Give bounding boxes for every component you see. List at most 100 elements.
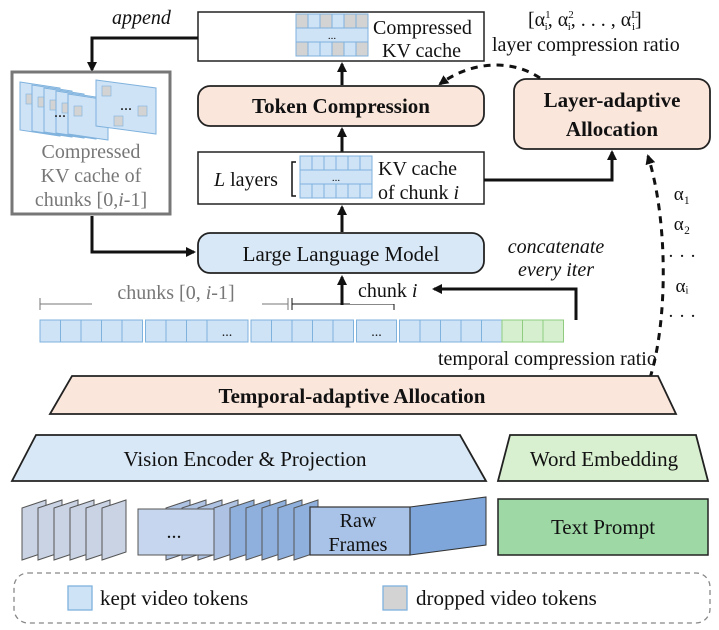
text-token: [501, 319, 523, 343]
temporal-alloc-shape: [48, 375, 678, 415]
alpha-item: α₁: [674, 184, 691, 205]
video-token: [165, 319, 187, 343]
kv-token: [347, 155, 361, 171]
token-compression-label: Token Compression: [252, 94, 430, 118]
append-label: append: [112, 7, 172, 29]
video-token: [419, 319, 441, 343]
cache-chunks-label-3: chunks [0,i-1]: [35, 189, 147, 211]
compressed-kv-grid: ...: [295, 13, 369, 57]
text-token: [542, 319, 564, 343]
raw-frames-stack: [21, 496, 487, 561]
video-token: [121, 319, 143, 343]
concat-label-2: every iter: [518, 259, 594, 281]
arrow-cache-to-llm: [90, 216, 196, 257]
text-prompt-label: Text Prompt: [551, 515, 655, 539]
token-strip: ......: [39, 319, 564, 343]
kv-token: [359, 183, 373, 199]
concat-label-1: concatenate: [508, 236, 605, 258]
video-token: [332, 319, 354, 343]
video-token: [39, 319, 61, 343]
kv-chunk-grid: ...: [299, 155, 373, 199]
dropped-token: [113, 115, 124, 127]
video-token: [440, 319, 462, 343]
l-layers-label: L layers: [213, 169, 278, 191]
layer-alloc-label-1: Layer-adaptive: [544, 88, 681, 112]
raw-frames-label-2: Frames: [329, 534, 388, 556]
video-token: [312, 319, 334, 343]
video-token: [291, 319, 313, 343]
video-token: [460, 319, 482, 343]
alpha-item: · · ·: [668, 246, 696, 267]
cache-ellipsis: ...: [54, 104, 66, 121]
cache-chunks-label-1: Compressed: [42, 141, 141, 163]
legend-box: [13, 572, 711, 624]
grid-ellipsis: ...: [328, 30, 337, 42]
video-token: [60, 319, 82, 343]
legend-dropped-swatch: [382, 585, 408, 611]
kv-token: [295, 41, 309, 57]
dropped-token: [101, 85, 112, 97]
token-ellipsis: ...: [371, 325, 382, 340]
cache-chunks-stack: ......: [19, 79, 157, 141]
alpha-item: αᵢ: [675, 276, 688, 297]
kv-token: [295, 13, 309, 29]
arrow-text-to-chunk: [432, 284, 578, 320]
alpha-item: · · ·: [668, 306, 696, 327]
raw-frames-label-1: Raw: [340, 510, 377, 532]
legend-kept-label: kept video tokens: [100, 586, 248, 610]
vision-encoder-shape: [10, 434, 488, 482]
kv-token: [359, 155, 373, 171]
kv-token: [331, 13, 345, 29]
layer-alloc-label-2: Allocation: [566, 117, 658, 141]
kv-token: [335, 183, 349, 199]
word-embedding-label: Word Embedding: [530, 447, 679, 471]
legend-kept-swatch: [67, 585, 93, 611]
llm-box: [197, 232, 485, 274]
grid-ellipsis: ...: [332, 172, 341, 184]
alpha-item: α₂: [674, 214, 691, 235]
kv-token: [299, 183, 313, 199]
kv-token: [319, 41, 333, 57]
kv-token: [335, 155, 349, 171]
word-embedding-shape: [496, 434, 710, 482]
kv-token: [311, 183, 325, 199]
kv-token: [355, 13, 369, 29]
token-ellipsis-cell: [356, 319, 397, 343]
video-token: [101, 319, 123, 343]
chunk-i-bg: [350, 282, 420, 304]
dashed-temporal-ratio-arrow: [645, 154, 665, 379]
kv-token: [331, 41, 345, 57]
video-token: [186, 319, 208, 343]
frame-slice: [101, 499, 127, 561]
video-token: [399, 319, 421, 343]
chunks-range-label: chunks [0, i-1]: [117, 282, 234, 304]
cache-chunks-label-2: KV cache of: [41, 165, 142, 187]
video-token: [271, 319, 293, 343]
kv-token: [347, 183, 361, 199]
append-arrow: [87, 36, 198, 72]
layer-alloc-box: [513, 78, 711, 150]
legend-dropped-label: dropped video tokens: [416, 586, 597, 610]
kv-token: [355, 41, 369, 57]
l-layers-bracket: [291, 161, 296, 197]
kv-token: [323, 183, 337, 199]
dropped-token: [73, 105, 83, 117]
alpha-list: α₁ α₂ · · · αᵢ · · ·: [668, 184, 696, 327]
text-prompt-box: [497, 498, 709, 556]
token-compression-box: [197, 85, 485, 127]
kv-token: [307, 13, 321, 29]
video-token: [250, 319, 272, 343]
kv-token: [311, 155, 325, 171]
frame-middle: [137, 508, 215, 556]
frame-front: [309, 506, 411, 556]
dashed-layer-ratio-arrow: [438, 63, 541, 86]
kv-token: [323, 155, 337, 171]
text-token: [522, 319, 544, 343]
llm-label: Large Language Model: [243, 242, 440, 266]
video-token: [80, 319, 102, 343]
frames-ellipsis: ...: [167, 521, 182, 543]
kv-token: [307, 41, 321, 57]
